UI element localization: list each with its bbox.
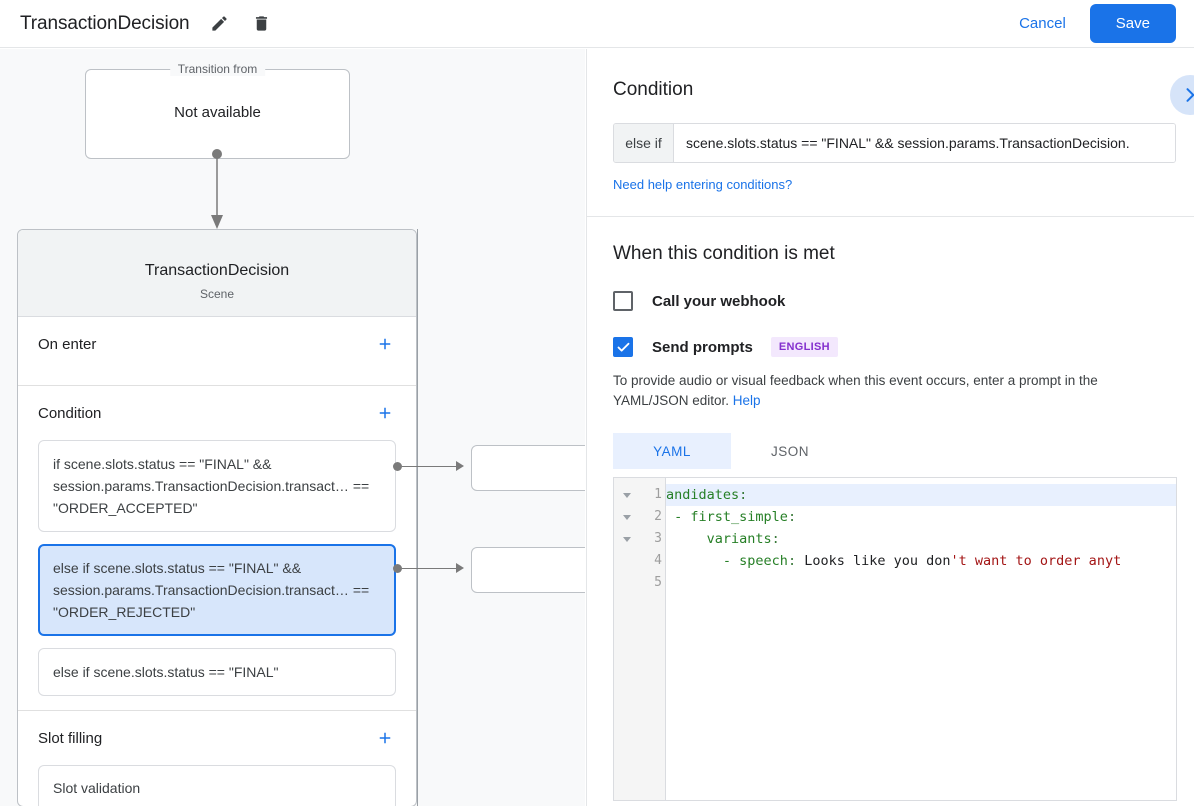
code-content-area[interactable]: andidates: - first_simple: variants: - s… — [666, 478, 1176, 800]
code-line-number: 1 — [654, 487, 662, 502]
chevron-right-icon[interactable] — [1170, 75, 1194, 115]
section-title-condition: Condition — [38, 404, 102, 422]
add-slot-filling-icon[interactable] — [374, 727, 396, 749]
code-token: : — [771, 531, 780, 547]
code-line-number: 3 — [654, 531, 662, 546]
code-fold-toggle-icon[interactable] — [614, 528, 639, 550]
target-node[interactable] — [471, 445, 585, 491]
code-fold-toggle-icon[interactable] — [614, 484, 639, 506]
code-line-number-gutter: 1 2 3 4 5 — [640, 478, 666, 800]
call-webhook-checkbox[interactable] — [613, 291, 633, 311]
condition-connector-line — [402, 568, 458, 569]
code-token: - — [666, 509, 691, 525]
code-line[interactable] — [666, 572, 1176, 594]
code-token: - — [666, 553, 740, 569]
code-token: : — [739, 487, 748, 503]
transition-to-box: Transition to TransactionDecision Scene … — [17, 229, 417, 806]
scene-name: TransactionDecision — [144, 262, 290, 279]
pencil-icon[interactable] — [208, 12, 232, 36]
send-prompts-checkbox[interactable] — [613, 337, 633, 357]
code-line[interactable]: variants: — [666, 528, 1176, 550]
condition-detail-panel: Condition else if Need help entering con… — [586, 49, 1194, 806]
scene-type-label: Scene — [199, 287, 235, 301]
code-token — [666, 531, 707, 547]
condition-heading: Condition — [613, 79, 694, 100]
scene-flow-panel: Transition from Not available Transition… — [0, 49, 585, 806]
condition-card[interactable]: else if scene.slots.status == "FINAL" — [38, 648, 396, 696]
add-condition-icon[interactable] — [374, 402, 396, 424]
add-on-enter-icon[interactable] — [374, 333, 396, 355]
condition-connector-arrowhead — [456, 563, 464, 573]
transition-from-legend: Transition from — [169, 62, 266, 76]
section-condition: Condition if scene.slots.status == "FINA… — [18, 386, 416, 711]
save-button[interactable]: Save — [1089, 4, 1176, 43]
page-title: TransactionDecision — [20, 12, 190, 34]
section-title-slot-filling: Slot filling — [38, 729, 103, 747]
when-condition-met-section: When this condition is met Call your web… — [587, 217, 1194, 801]
condition-section: Condition else if Need help entering con… — [587, 49, 1194, 217]
code-fold-toggle-icon[interactable] — [614, 506, 639, 528]
section-header-on-enter: On enter — [38, 317, 396, 371]
send-prompts-label: Send prompts — [652, 338, 753, 356]
section-slot-filling: Slot filling Slot validation — [18, 711, 416, 806]
top-app-bar: TransactionDecision Cancel Save — [0, 0, 1194, 48]
code-line[interactable]: andidates: — [666, 484, 1176, 506]
code-line-number: 5 — [654, 575, 662, 590]
condition-connector-arrowhead — [456, 461, 464, 471]
when-condition-met-heading: When this condition is met — [613, 243, 835, 264]
code-line-number: 4 — [654, 553, 662, 568]
code-token: : — [787, 553, 797, 569]
code-token: variants — [706, 531, 772, 547]
editor-format-tabs: YAML JSON — [613, 433, 1168, 469]
language-badge: ENGLISH — [770, 337, 838, 357]
condition-input-row: else if — [613, 123, 1176, 163]
flow-connector-arrow — [211, 149, 223, 229]
section-on-enter: On enter — [18, 317, 416, 386]
code-fold-spacer — [614, 572, 639, 594]
transition-from-value: Not available — [174, 104, 261, 121]
code-token: : — [787, 509, 797, 525]
condition-help-link[interactable]: Need help entering conditions? — [613, 177, 793, 192]
code-line[interactable]: - speech: Looks like you don't want to o… — [666, 550, 1176, 572]
target-node[interactable] — [471, 547, 585, 593]
trash-icon[interactable] — [250, 12, 274, 36]
condition-prefix-label: else if — [614, 124, 674, 162]
code-fold-gutter[interactable] — [614, 478, 640, 800]
prompt-hint-help-link[interactable]: Help — [732, 393, 761, 408]
condition-connector-line — [402, 466, 458, 467]
transition-from-box: Transition from Not available — [85, 62, 350, 159]
code-line-number: 2 — [654, 509, 662, 524]
section-title-on-enter: On enter — [38, 335, 97, 353]
scene-header: TransactionDecision Scene — [18, 230, 416, 317]
call-webhook-label: Call your webhook — [652, 292, 786, 310]
prompt-hint-text: To provide audio or visual feedback when… — [613, 371, 1168, 411]
condition-connector-dot — [393, 462, 402, 471]
code-token: speech — [739, 553, 788, 569]
code-token: andidates — [666, 487, 740, 503]
cancel-button[interactable]: Cancel — [1005, 7, 1080, 40]
code-line[interactable]: - first_simple: — [666, 506, 1176, 528]
slot-validation-card[interactable]: Slot validation — [38, 765, 396, 806]
condition-expression-input[interactable] — [674, 124, 1175, 162]
condition-card[interactable]: if scene.slots.status == "FINAL" && sess… — [38, 440, 396, 532]
condition-card[interactable]: else if scene.slots.status == "FINAL" &&… — [38, 544, 396, 636]
flow-vertical-rail — [417, 229, 418, 806]
code-token: Looks like you don — [796, 553, 951, 569]
section-header-condition: Condition — [38, 386, 396, 440]
prompt-hint-body: To provide audio or visual feedback when… — [613, 373, 1098, 408]
code-token: first_simple — [690, 509, 788, 525]
section-header-slot-filling: Slot filling — [38, 711, 396, 765]
condition-connector-dot — [393, 564, 402, 573]
tab-json[interactable]: JSON — [770, 443, 809, 459]
send-prompts-row: Send prompts ENGLISH — [613, 337, 1168, 357]
webhook-row: Call your webhook — [613, 291, 1168, 311]
code-fold-spacer — [614, 550, 639, 572]
tab-yaml[interactable]: YAML — [613, 433, 731, 469]
yaml-code-editor[interactable]: 1 2 3 4 5 andidates: - first_simple: variant… — [613, 477, 1177, 801]
code-token: 't want to order anyt — [950, 553, 1122, 569]
